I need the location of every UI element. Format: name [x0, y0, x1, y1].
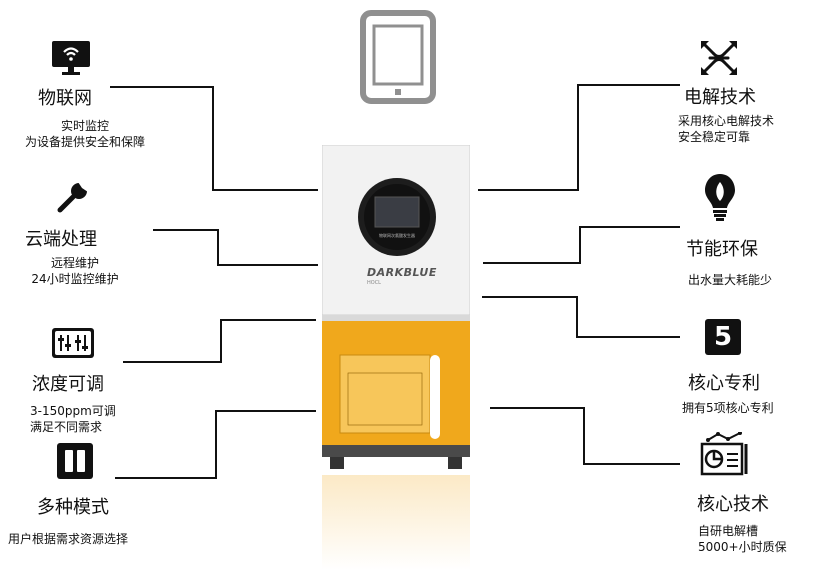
feature-title-concentration: 浓度可调	[32, 374, 104, 395]
feature-title-cloud: 云端处理	[25, 229, 97, 250]
brand-logo: DARKBLUE HOCL	[367, 261, 437, 286]
product-reflection	[322, 475, 470, 570]
connector-eco	[483, 226, 680, 264]
five-icon: 5	[705, 319, 741, 355]
pause-icon	[57, 443, 93, 479]
feature-desc-eco: 出水量大耗能少	[688, 273, 773, 287]
feature-desc-mode: 用户根据需求资源选择	[8, 532, 129, 546]
feature-desc-concentration: 3-150ppm可调 满足不同需求	[30, 404, 116, 434]
electrolysis-icon	[700, 40, 738, 76]
connector-patent	[482, 296, 680, 338]
feature-title-mode: 多种模式	[37, 497, 109, 518]
feature-title-core-tech: 核心技术	[697, 494, 769, 515]
feature-desc-electrolysis: 采用核心电解技术 安全稳定可靠	[678, 114, 775, 144]
tech-chart-icon	[700, 431, 752, 476]
feature-title-eco: 节能环保	[686, 239, 758, 260]
brand-sub: HOCL	[367, 280, 381, 286]
screen-caption: 物联网次氯酸发生器	[379, 233, 415, 238]
feature-desc-patent: 拥有5项核心专利	[682, 401, 774, 415]
sliders-icon	[51, 327, 95, 359]
connector-concentration	[123, 319, 316, 363]
connector-core-tech	[490, 407, 680, 465]
wrench-icon	[56, 180, 88, 214]
feature-desc-iot: 实时监控 为设备提供安全和保障	[24, 119, 145, 149]
feature-title-electrolysis: 电解技术	[684, 87, 756, 108]
bulb-leaf-icon	[703, 172, 737, 222]
product-machine: 物联网次氯酸发生器 DARKBLUE HOCL	[321, 144, 471, 470]
brand-text: DARKBLUE	[367, 266, 437, 279]
feature-title-iot: 物联网	[38, 88, 92, 109]
five-glyph: 5	[705, 319, 741, 355]
connector-electrolysis	[478, 84, 680, 191]
monitor-wifi-icon	[51, 40, 91, 76]
feature-title-patent: 核心专利	[688, 373, 760, 394]
tablet-icon	[360, 10, 436, 104]
connector-cloud	[153, 229, 318, 266]
feature-desc-core-tech: 自研电解槽 5000+小时质保	[698, 524, 787, 554]
connector-iot	[110, 86, 318, 191]
connector-mode	[115, 410, 316, 479]
feature-desc-cloud: 远程维护 24小时监控维护	[31, 256, 119, 286]
